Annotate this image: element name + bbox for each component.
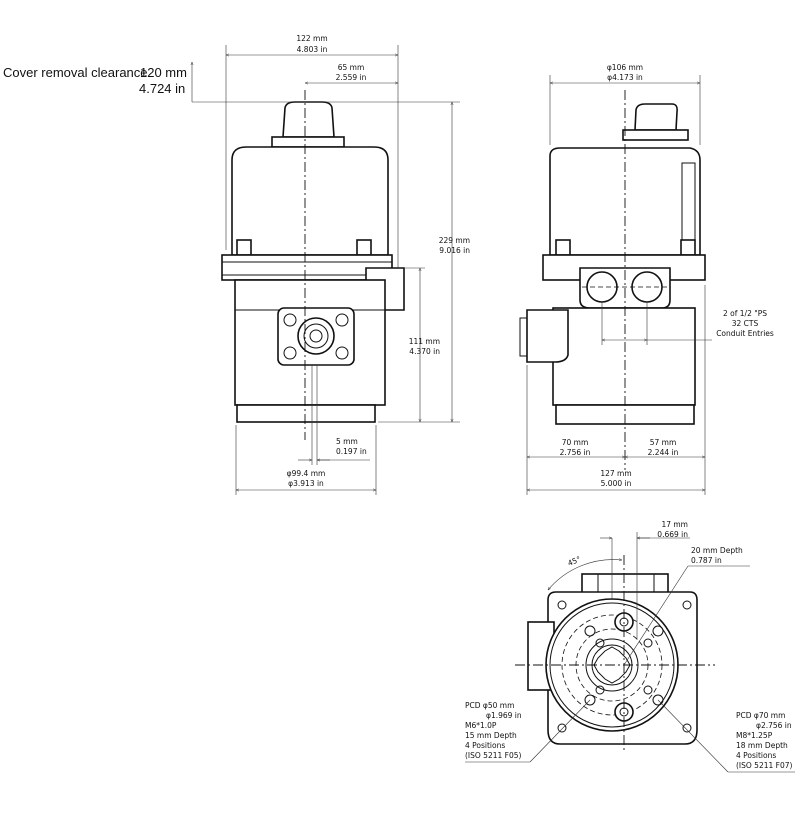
slot-in: 0.669 in	[657, 530, 688, 539]
front-view	[192, 45, 460, 495]
conduit-line-1: 2 of 1/2 "PS	[723, 309, 767, 318]
shaft-in: 0.197 in	[336, 447, 367, 456]
side-right-in: 2.244 in	[648, 448, 679, 457]
depth-in: 0.787 in	[691, 556, 722, 565]
clearance-mm: 120 mm	[140, 65, 187, 80]
angle-label: 45°	[566, 554, 582, 567]
base-mm: φ99.4 mm	[287, 469, 326, 478]
height-mm: 229 mm	[439, 236, 470, 245]
dia-mm: φ106 mm	[607, 63, 643, 72]
side-left-mm: 70 mm	[562, 438, 589, 447]
side-right-mm: 57 mm	[650, 438, 677, 447]
side-total-in: 5.000 in	[601, 479, 632, 488]
f05-pcd-in: φ1.969 in	[486, 711, 522, 720]
width-in: 4.803 in	[297, 45, 328, 54]
f07-depth: 18 mm Depth	[736, 741, 788, 750]
offset-in: 2.559 in	[336, 73, 367, 82]
conduit-line-3: Conduit Entries	[716, 329, 774, 338]
height-in: 9.016 in	[439, 246, 470, 255]
f07-callout: PCD φ70 mm φ2.756 in M8*1.25P 18 mm Dept…	[736, 711, 793, 770]
f05-callout: PCD φ50 mm φ1.969 in M6*1.0P 15 mm Depth…	[465, 701, 522, 760]
clearance-label: Cover removal clearance	[3, 65, 148, 80]
f07-thread: M8*1.25P	[736, 731, 773, 740]
slot-mm: 17 mm	[661, 520, 688, 529]
f07-pcd-mm: PCD φ70 mm	[736, 711, 785, 720]
f05-iso: (ISO 5211 F05)	[465, 751, 522, 760]
lower-mm: 111 mm	[409, 337, 440, 346]
conduit-line-2: 32 CTS	[732, 319, 759, 328]
f07-iso: (ISO 5211 F07)	[736, 761, 793, 770]
f05-thread: M6*1.0P	[465, 721, 497, 730]
width-mm: 122 mm	[296, 34, 327, 43]
f07-pcd-in: φ2.756 in	[756, 721, 792, 730]
side-view	[519, 75, 712, 495]
f05-depth: 15 mm Depth	[465, 731, 517, 740]
clearance-in: 4.724 in	[139, 81, 185, 96]
dia-in: φ4.173 in	[607, 73, 643, 82]
base-in: φ3.913 in	[288, 479, 324, 488]
bottom-view	[465, 532, 795, 773]
side-total-mm: 127 mm	[600, 469, 631, 478]
f05-positions: 4 Positions	[465, 741, 505, 750]
f07-positions: 4 Positions	[736, 751, 776, 760]
depth-mm: 20 mm Depth	[691, 546, 743, 555]
f05-pcd-mm: PCD φ50 mm	[465, 701, 514, 710]
side-left-in: 2.756 in	[560, 448, 591, 457]
lower-in: 4.370 in	[409, 347, 440, 356]
offset-mm: 65 mm	[338, 63, 365, 72]
shaft-mm: 5 mm	[336, 437, 358, 446]
